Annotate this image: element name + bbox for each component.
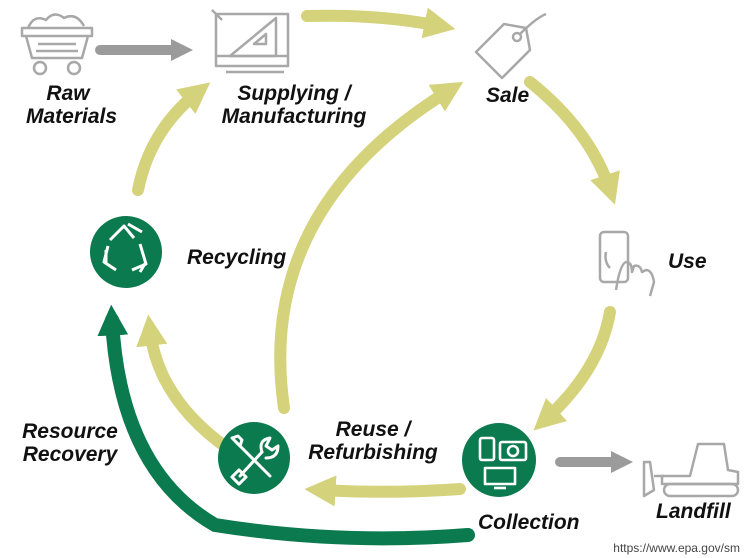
recycling-label: Recycling (187, 246, 287, 269)
reuse-refurbishing-label: Reuse / Refurbishing (308, 418, 438, 464)
arrow-recycling-to-supplying (132, 82, 211, 196)
use-label: Use (668, 250, 707, 273)
raw-materials-label: Raw Materials (26, 82, 118, 128)
price-tag-icon (474, 12, 547, 80)
arrow-resource-recovery (97, 304, 475, 546)
supplying-manufacturing-label: Supplying / Manufacturing (221, 82, 367, 128)
landfill-label: Landfill (656, 500, 731, 523)
blueprint-icon (211, 9, 290, 74)
arrow-supplying-to-sale (301, 7, 456, 39)
arrow-collection-to-reuse (304, 475, 466, 507)
mine-cart-icon (20, 13, 94, 76)
devices-icon (462, 423, 536, 497)
arrow-sale-to-use (524, 76, 620, 205)
smartphone-tap-icon (598, 230, 656, 297)
tools-icon (218, 422, 290, 494)
sale-label: Sale (486, 84, 530, 107)
collection-label: Collection (478, 511, 580, 534)
resource-recovery-label: Resource Recovery (22, 420, 118, 466)
cycle-arrows (132, 7, 620, 507)
arrow-use-to-collection (533, 306, 616, 431)
recycle-icon (90, 216, 162, 288)
arrow-reuse-to-recycling (136, 314, 236, 456)
bulldozer-icon (642, 442, 740, 498)
arrow-reuse-to-sale (274, 81, 464, 414)
source-url: https://www.epa.gov/sm (613, 541, 740, 555)
